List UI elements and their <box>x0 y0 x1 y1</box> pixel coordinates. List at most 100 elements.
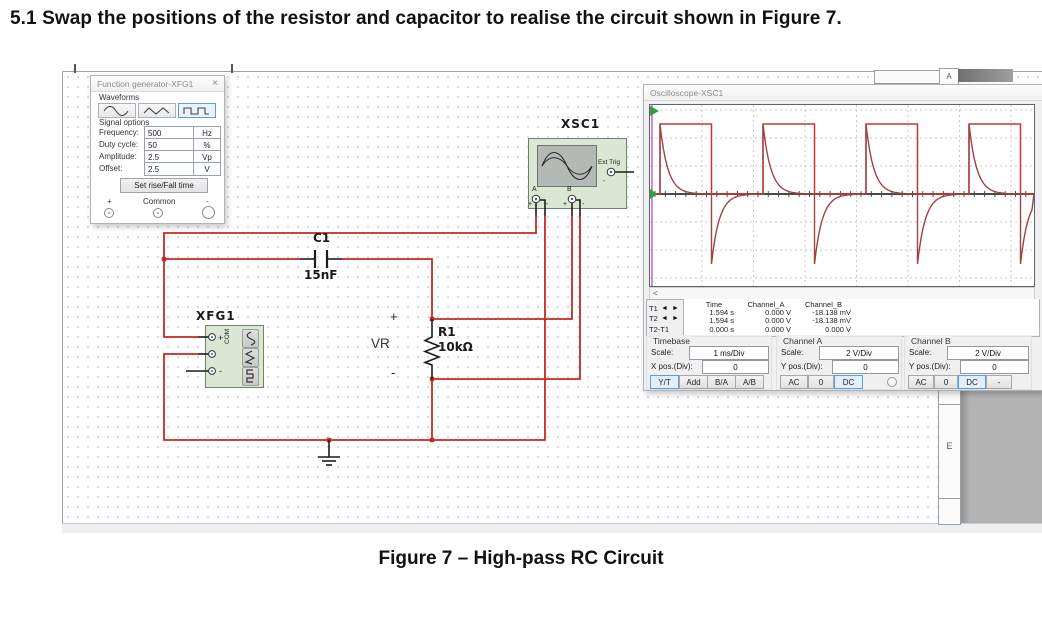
xsc1-refdes[interactable]: XSC1 <box>561 117 601 131</box>
yt-button[interactable]: Y/T <box>650 375 679 389</box>
t1-chan-b: -18.138 mV <box>812 308 851 317</box>
cursor-t1-label: T1 <box>649 304 658 313</box>
channel-b-ypos-field[interactable]: 0 <box>960 360 1029 374</box>
cursor-t2-label: T2 <box>649 314 658 323</box>
channel-b-scale-field[interactable]: 2 V/Div <box>947 346 1029 360</box>
sine-waveform-button[interactable] <box>98 103 136 118</box>
divider <box>939 404 960 405</box>
channel-b-minus-button[interactable]: - <box>986 375 1012 389</box>
channel-a-group: Channel A Scale: 2 V/Div Y pos.(Div): 0 … <box>776 336 902 390</box>
timebase-xpos-field[interactable]: 0 <box>702 360 769 374</box>
xfg1-refdes[interactable]: XFG1 <box>196 309 236 323</box>
function-generator-title: Function generator-XFG1 <box>97 78 194 89</box>
fg-minus-label: - <box>206 197 209 206</box>
frequency-label: Frequency: <box>99 128 140 137</box>
oscilloscope-title: Oscilloscope-XSC1 <box>650 87 724 98</box>
channel-a-radio-indicator[interactable] <box>887 377 897 387</box>
canvas-horizontal-scrollbar[interactable] <box>62 523 1042 533</box>
readout-panel: T1 ◄ ► T2 ◄ ► T2-T1 Time Channel_A Chann… <box>646 299 1040 337</box>
channel-a-ac-button[interactable]: AC <box>780 375 808 389</box>
timebase-title: Timebase <box>651 336 693 346</box>
close-icon[interactable]: × <box>212 78 218 89</box>
xfg1-symbol[interactable]: + COM - <box>205 325 264 388</box>
xfg1-com-label: COM <box>224 328 231 344</box>
square-waveform-button[interactable] <box>178 103 216 118</box>
timebase-xpos-label: X pos.(Div): <box>651 362 693 371</box>
vr-plus-mark: + <box>390 309 398 324</box>
set-rise-fall-button[interactable]: Set rise/Fall time <box>120 178 208 193</box>
add-button[interactable]: Add <box>679 375 708 389</box>
channel-b-dc-button[interactable]: DC <box>958 375 986 389</box>
channel-b-ac-button[interactable]: AC <box>908 375 934 389</box>
c1-value[interactable]: 15nF <box>304 268 338 282</box>
t2-left-arrow-button[interactable]: ◄ <box>661 315 668 322</box>
terminal-b-minus: - <box>582 201 585 208</box>
terminal-b-label: B <box>567 186 572 193</box>
c1-refdes[interactable]: C1 <box>313 231 331 245</box>
cursor-diff-label: T2-T1 <box>649 325 670 334</box>
waveforms-label: Waveforms <box>99 93 140 102</box>
xfg1-minus-label: - <box>219 366 222 376</box>
workspace-outside-area <box>960 390 1042 523</box>
ba-button[interactable]: B/A <box>707 375 736 389</box>
diff-time: 0.000 s <box>709 325 734 334</box>
offset-label: Offset: <box>99 164 123 173</box>
sheet-top-tick <box>74 64 76 73</box>
channel-b-ypos-label: Y pos.(Div): <box>909 362 951 371</box>
channel-a-ypos-field[interactable]: 0 <box>832 360 899 374</box>
t1-right-arrow-button[interactable]: ► <box>672 305 679 312</box>
scope-display <box>649 104 1035 287</box>
sheet-top-border-ruler <box>874 70 940 84</box>
timebase-group: Timebase Scale: 1 ms/Div X pos.(Div): 0 … <box>646 336 772 390</box>
t1-left-arrow-button[interactable]: ◄ <box>661 305 668 312</box>
xfg1-triangle-icon <box>242 348 259 367</box>
xsc1-symbol[interactable]: Ext Trig A B + - + - - <box>528 138 627 209</box>
function-generator-titlebar[interactable]: Function generator-XFG1 × <box>91 76 224 92</box>
vr-minus-mark: - <box>391 365 396 380</box>
xsc1-screen <box>537 145 597 187</box>
fg-common-terminal[interactable] <box>153 208 163 218</box>
offset-field[interactable]: 2.5 <box>144 162 198 176</box>
channel-a-dc-button[interactable]: DC <box>834 375 863 389</box>
channel-b-scale-label: Scale: <box>909 348 932 357</box>
channel-a-trace <box>650 123 1034 195</box>
timebase-scale-field[interactable]: 1 ms/Div <box>689 346 769 360</box>
fg-plus-terminal[interactable] <box>104 208 114 218</box>
channel-a-scale-field[interactable]: 2 V/Div <box>819 346 899 360</box>
t2-chan-b: -18.138 mV <box>812 316 851 325</box>
t1-chan-a: 0.000 V <box>765 308 791 317</box>
channel-b-group: Channel B Scale: 2 V/Div Y pos.(Div): 0 … <box>904 336 1032 390</box>
xfg1-plus-label: + <box>218 333 224 343</box>
function-generator-window: Function generator-XFG1 × Waveforms Sign… <box>90 75 225 224</box>
triangle-waveform-button[interactable] <box>138 103 176 118</box>
amplitude-label: Amplitude: <box>99 152 137 161</box>
cursor-handle-icon <box>650 106 659 116</box>
page-title: 5.1 Swap the positions of the resistor a… <box>10 8 842 29</box>
oscilloscope-window: Oscilloscope-XSC1 < T1 ◄ ► T2 ◄ ► T2-T1 … <box>643 84 1042 391</box>
scroll-left-icon[interactable]: < <box>653 289 658 298</box>
oscilloscope-titlebar[interactable]: Oscilloscope-XSC1 <box>644 85 1042 101</box>
r1-refdes[interactable]: R1 <box>438 325 456 339</box>
channel-b-0-button[interactable]: 0 <box>934 375 958 389</box>
fg-minus-terminal[interactable] <box>202 206 215 219</box>
t2-time: 1.594 s <box>709 316 734 325</box>
col-b-header: Channel_B <box>804 300 843 309</box>
window-edge-fragment <box>958 69 1013 82</box>
channel-a-scale-label: Scale: <box>781 348 804 357</box>
offset-unit: V <box>193 162 221 176</box>
col-a-header: Channel_A <box>747 300 785 309</box>
signal-options-label: Signal options <box>99 118 150 127</box>
fg-common-label: Common <box>143 197 176 206</box>
divider <box>939 498 960 499</box>
terminal-a-plus: + <box>528 201 533 208</box>
figure-caption: Figure 7 – High-pass RC Circuit <box>378 548 664 569</box>
channel-a-title: Channel A <box>781 336 825 346</box>
channel-b-title: Channel B <box>909 336 953 346</box>
sheet-zone-label-a: A <box>939 68 959 85</box>
t2-right-arrow-button[interactable]: ► <box>672 315 679 322</box>
t2-chan-a: 0.000 V <box>765 316 791 325</box>
ab-button[interactable]: A/B <box>735 375 764 389</box>
channel-a-0-button[interactable]: 0 <box>808 375 834 389</box>
r1-value[interactable]: 10kΩ <box>438 340 473 354</box>
